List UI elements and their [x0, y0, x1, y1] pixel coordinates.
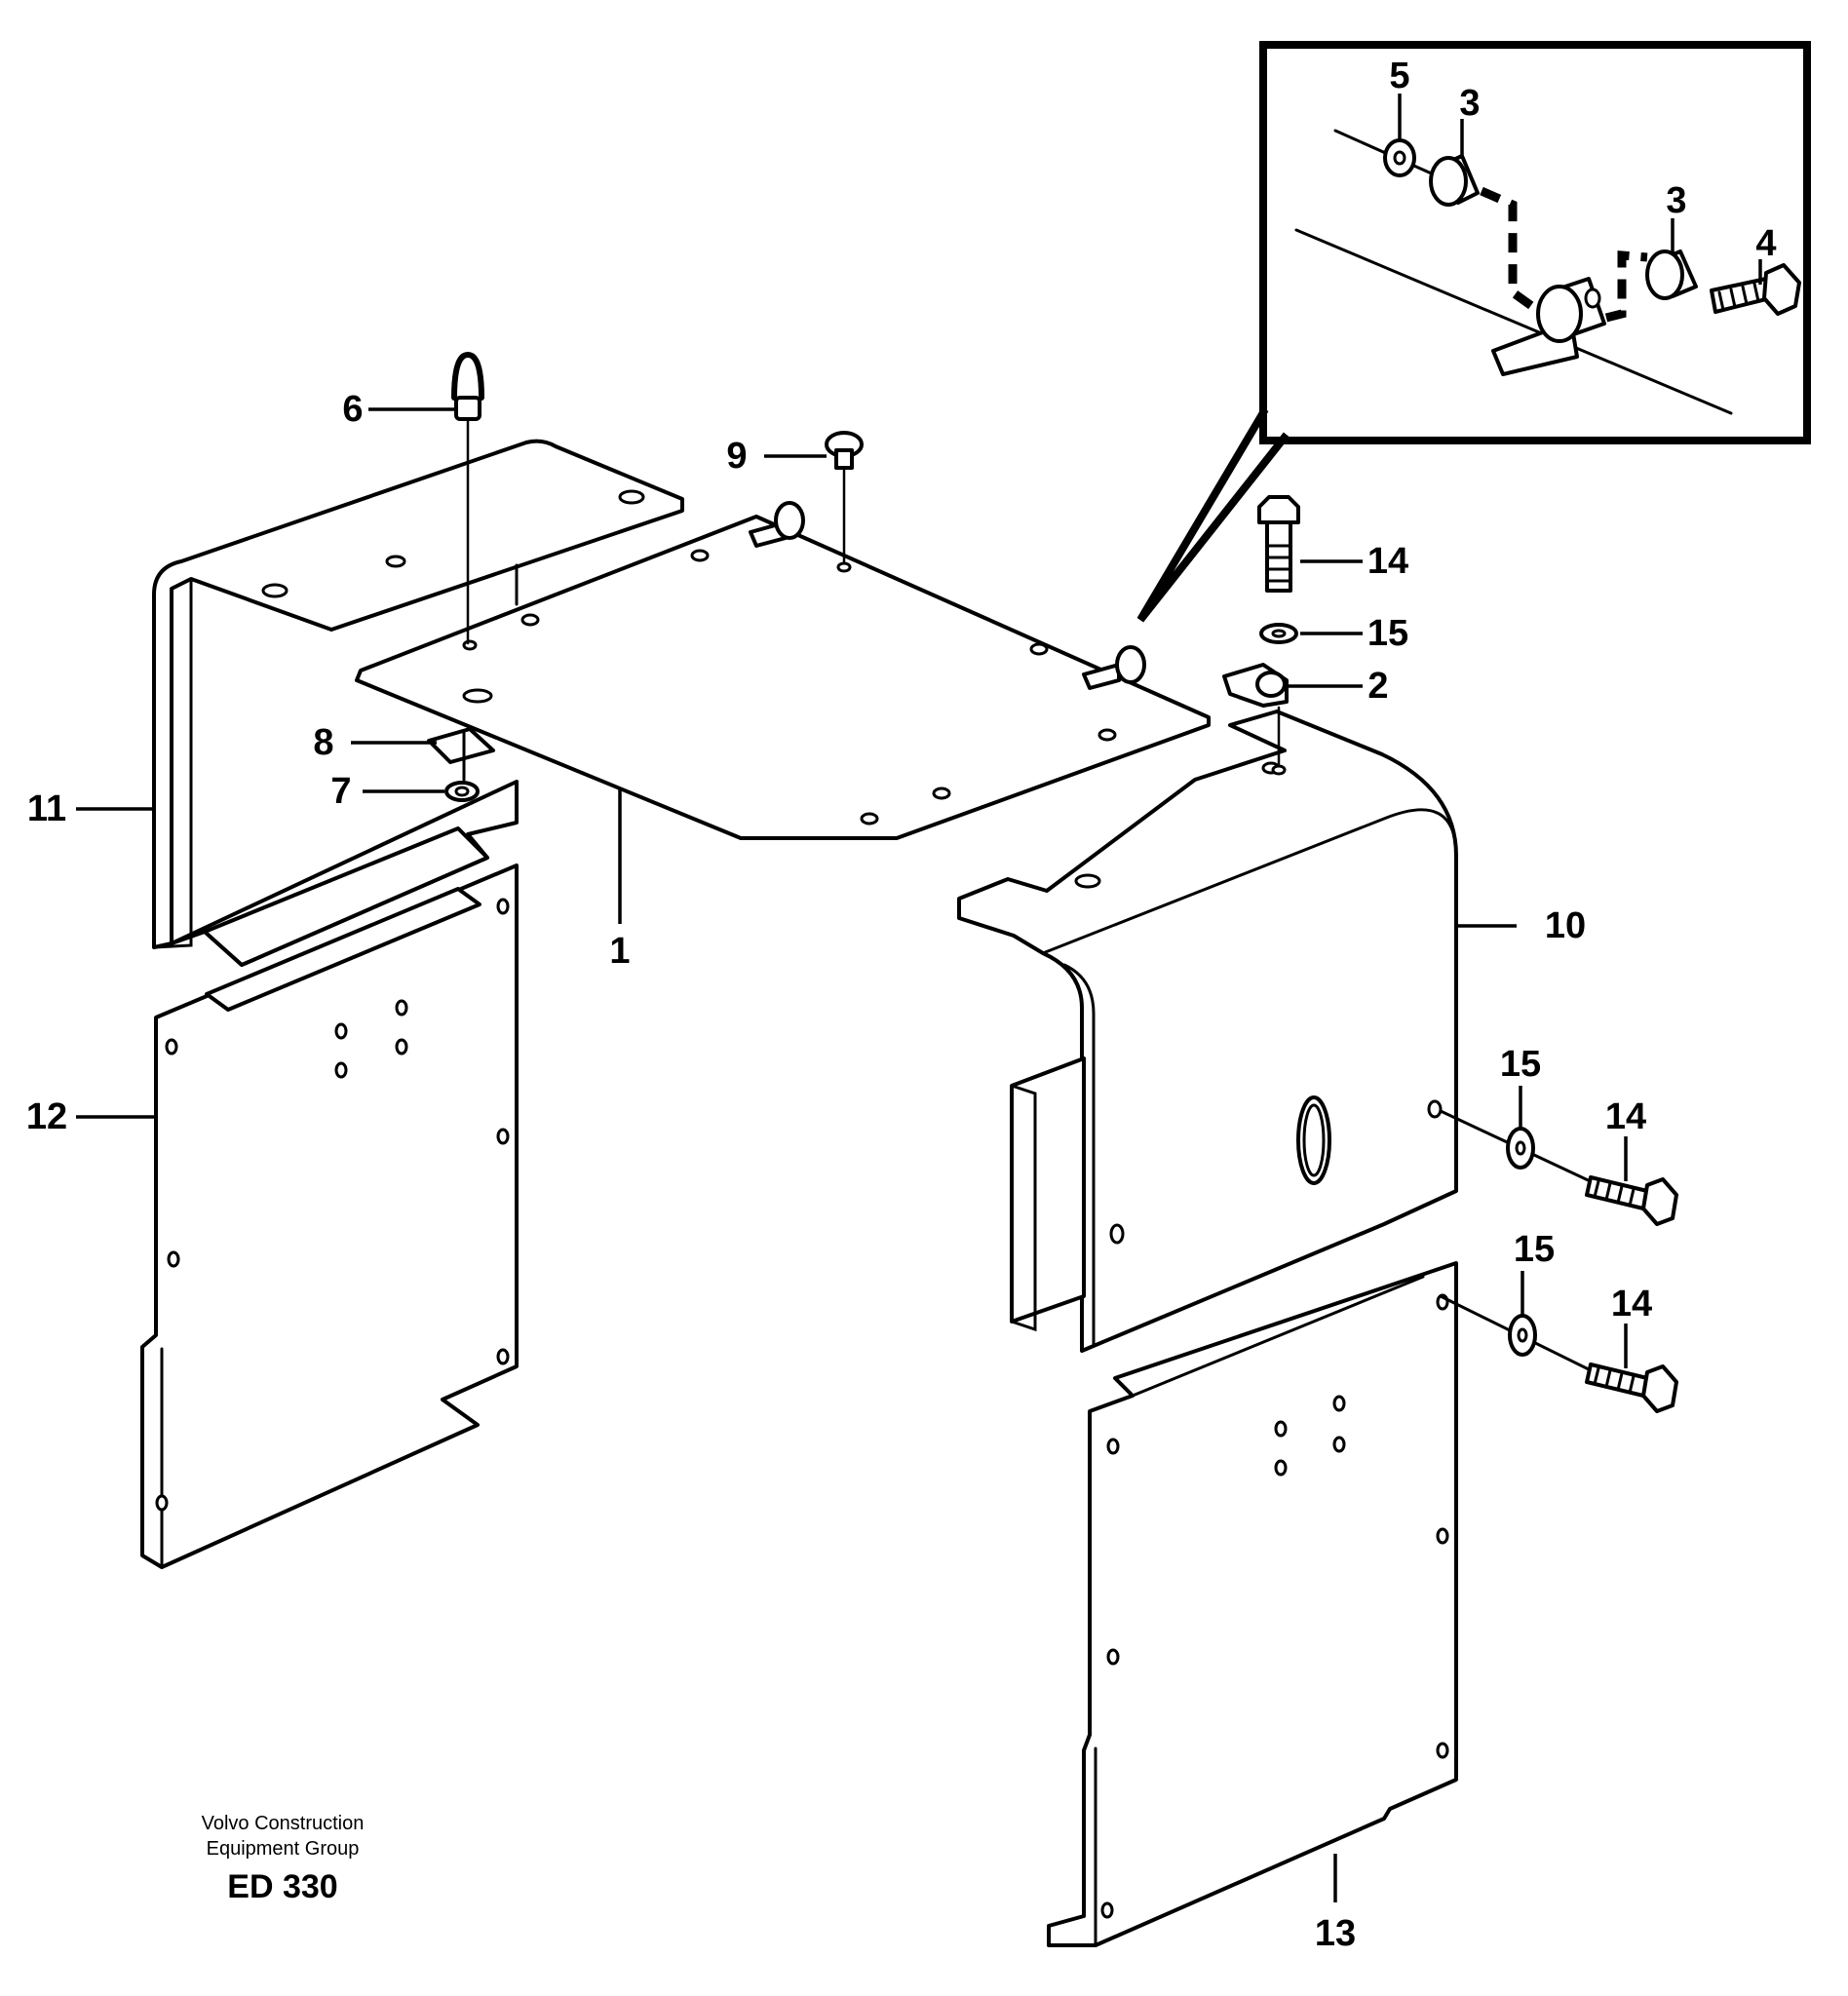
callout-11: 11 [27, 788, 66, 829]
callout-6: 6 [342, 389, 363, 430]
footer-company-line-1: Volvo Construction [201, 1813, 365, 1834]
footer-company-line-2: Equipment Group [206, 1838, 360, 1860]
part-6-lifting-eye [451, 352, 484, 645]
callout-3-right: 3 [1666, 180, 1686, 221]
callout-15-top: 15 [1367, 613, 1408, 654]
part-2-clip [1222, 663, 1289, 776]
callout-9: 9 [726, 436, 747, 477]
callout-2: 2 [1367, 666, 1388, 707]
part-15-washer-top [1259, 623, 1298, 644]
part-13-right-lower-panel [1047, 1261, 1458, 1947]
detail-inset [1136, 41, 1811, 623]
part-7-nut [444, 781, 480, 802]
part-14-bolt-top [1257, 495, 1300, 593]
footer-drawing-code: ED 330 [227, 1868, 338, 1905]
callout-5: 5 [1389, 56, 1409, 96]
callout-15-middle: 15 [1500, 1044, 1541, 1085]
callout-labels: 5 3 3 4 6 9 14 15 2 8 7 11 1 10 15 14 12… [26, 56, 1777, 1954]
part-8-latch [427, 727, 495, 782]
part-11-left-upper-cover [152, 439, 684, 967]
plate-hinge-left [774, 501, 805, 540]
callout-3-left: 3 [1459, 83, 1480, 124]
leader-lines [76, 407, 1628, 1902]
part-12-left-lower-panel [140, 864, 519, 1569]
part-14-bolt-middle [1439, 1109, 1678, 1226]
callout-10: 10 [1545, 905, 1586, 946]
callout-14-top: 14 [1367, 541, 1408, 582]
callout-8: 8 [313, 722, 333, 763]
part-9-plug [825, 431, 864, 565]
callout-4: 4 [1755, 223, 1776, 264]
inset-hinge-barrel [1536, 285, 1583, 343]
callout-1: 1 [609, 931, 630, 972]
plate-hinge-right [1115, 645, 1146, 684]
part-10-right-upper-cover [957, 710, 1458, 1353]
callout-12: 12 [26, 1096, 67, 1137]
callout-7: 7 [330, 771, 351, 812]
callout-14-lower: 14 [1611, 1284, 1652, 1324]
callout-13: 13 [1315, 1913, 1356, 1954]
part-1-top-plate [355, 501, 1211, 840]
callout-15-lower: 15 [1514, 1229, 1555, 1270]
callout-14-middle: 14 [1605, 1096, 1646, 1137]
